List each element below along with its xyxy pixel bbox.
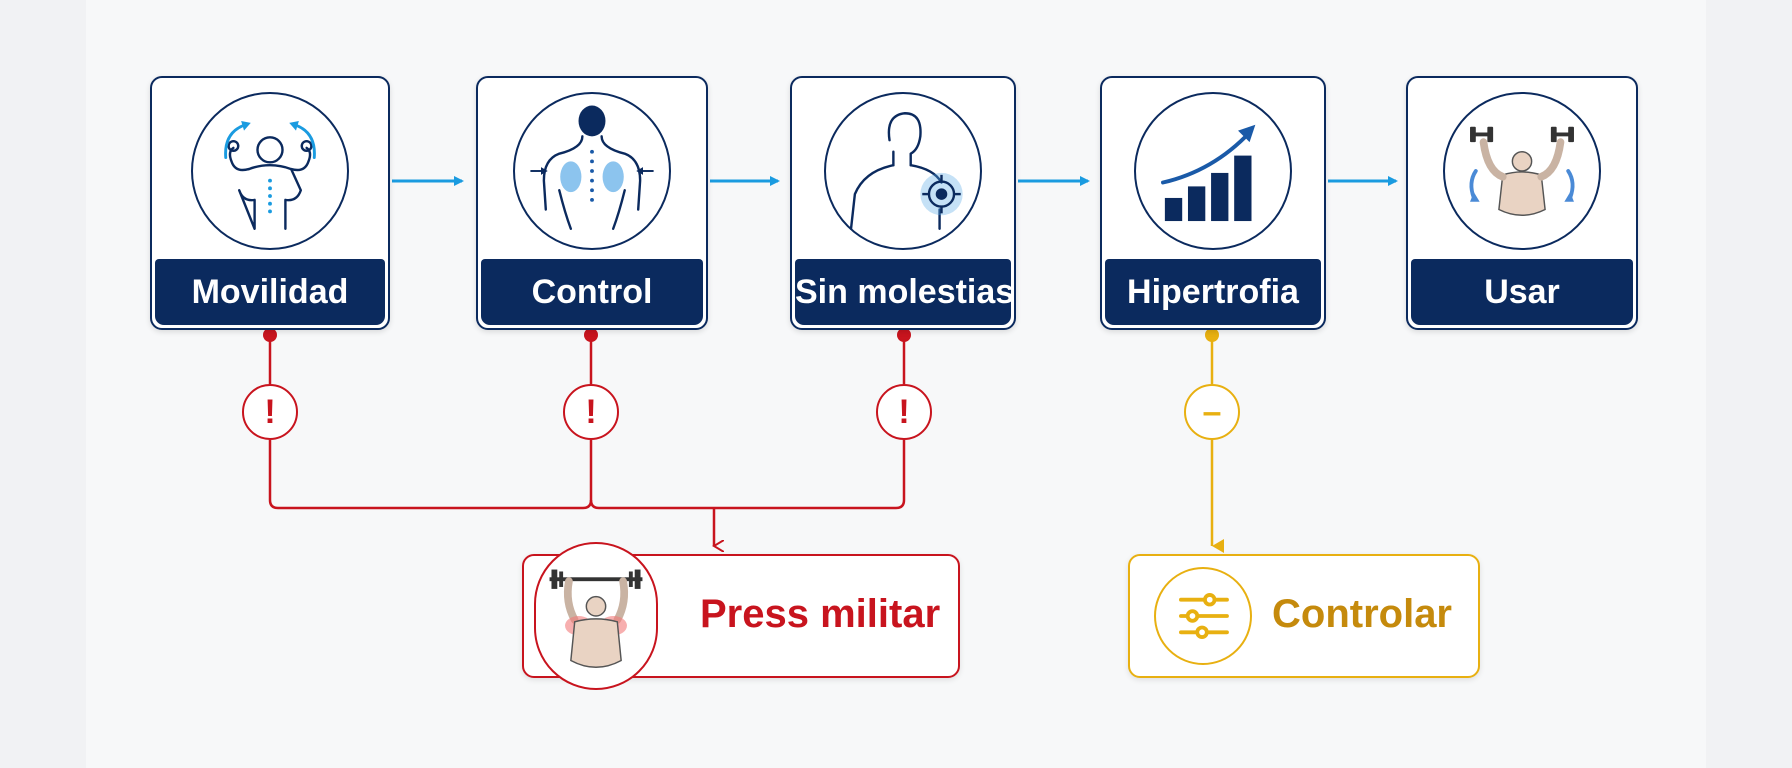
barbell-press-icon [534, 542, 658, 690]
caution-dash-icon: – [1184, 384, 1240, 440]
step-label: Usar [1411, 259, 1633, 325]
step-card-movilidad: Movilidad [150, 76, 390, 330]
outcome-label: Press militar [700, 592, 941, 636]
anchor-dot-3 [897, 328, 911, 342]
mobility-figure-icon [191, 92, 349, 250]
anchor-dot-2 [584, 328, 598, 342]
sliders-icon [1154, 567, 1252, 665]
step-card-usar: Usar [1406, 76, 1638, 330]
step-label: Movilidad [155, 259, 385, 325]
warning-connectors [268, 335, 906, 546]
anchor-dot-4 [1205, 328, 1219, 342]
step-label: Hipertrofia [1105, 259, 1321, 325]
growth-bar-chart-icon [1134, 92, 1292, 250]
step-card-control: Control [476, 76, 708, 330]
shoulder-target-icon [824, 92, 982, 250]
step-card-sin-molestias: Sin molestias [790, 76, 1016, 330]
dumbbell-overhead-press-icon [1443, 92, 1601, 250]
step-card-hipertrofia: Hipertrofia [1100, 76, 1326, 330]
warning-alert-icon: ! [563, 384, 619, 440]
warning-alert-icon: ! [242, 384, 298, 440]
warning-alert-icon: ! [876, 384, 932, 440]
step-label: Sin molestias [795, 259, 1014, 325]
outcome-label: Controlar [1272, 592, 1452, 636]
scapular-control-back-icon [513, 92, 671, 250]
anchor-dot-1 [263, 328, 277, 342]
step-label: Control [481, 259, 703, 325]
outcome-controlar: Controlar [1128, 554, 1480, 678]
outcome-press-militar: Press militar [522, 542, 960, 690]
